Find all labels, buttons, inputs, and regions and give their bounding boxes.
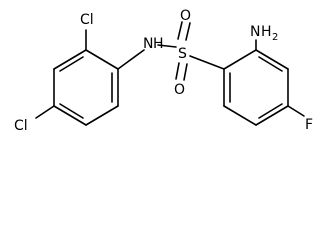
structure-canvas: N H 2 N H S O O Cl Cl F [14, 8, 313, 134]
fluorine-label: F [305, 117, 313, 133]
nh-hydrogen-label: H [153, 36, 164, 52]
double-bond-inner [258, 56, 283, 72]
double-bond-inner [59, 56, 84, 72]
bond [53, 105, 87, 126]
right-benzene-ring [223, 49, 289, 126]
bond-ring-to-cl-para [35, 105, 55, 119]
double-bond-inner [258, 103, 283, 119]
bond-ring-to-fluorine [287, 105, 305, 117]
bond-s-o-bottom [175, 62, 180, 80]
bond [85, 105, 119, 126]
bond [255, 105, 289, 126]
bond-s-o-top [185, 22, 191, 41]
bond [53, 49, 87, 70]
bond-sulfur-to-nh [157, 44, 177, 48]
bond [255, 49, 289, 70]
bond-s-o-bottom [183, 63, 188, 81]
amino-hydrogen-label: H [261, 24, 272, 40]
double-bond-inner [59, 103, 84, 119]
bond [223, 105, 257, 126]
amino-subscript-label: 2 [272, 32, 278, 43]
bond-s-o-top [177, 21, 183, 40]
oxygen-top-label: O [180, 8, 191, 24]
bond [223, 49, 257, 70]
bond-nh-to-ring [117, 49, 145, 70]
amino-nitrogen-label: N [250, 24, 260, 40]
left-benzene-ring [53, 49, 119, 126]
nh-nitrogen-label: N [143, 36, 153, 52]
bond [85, 49, 119, 70]
sulfonamide-nh-label: N H [143, 36, 164, 52]
chlorine-para-label: Cl [14, 118, 28, 134]
chlorine-ortho-label: Cl [80, 12, 94, 28]
oxygen-bottom-label: O [174, 82, 185, 98]
bond-ring-to-sulfur [189, 55, 225, 70]
molecule-diagram: N H 2 N H S O O Cl Cl F [14, 8, 313, 134]
sulfur-label: S [178, 46, 187, 62]
amino-group-label: N H 2 [250, 24, 278, 43]
